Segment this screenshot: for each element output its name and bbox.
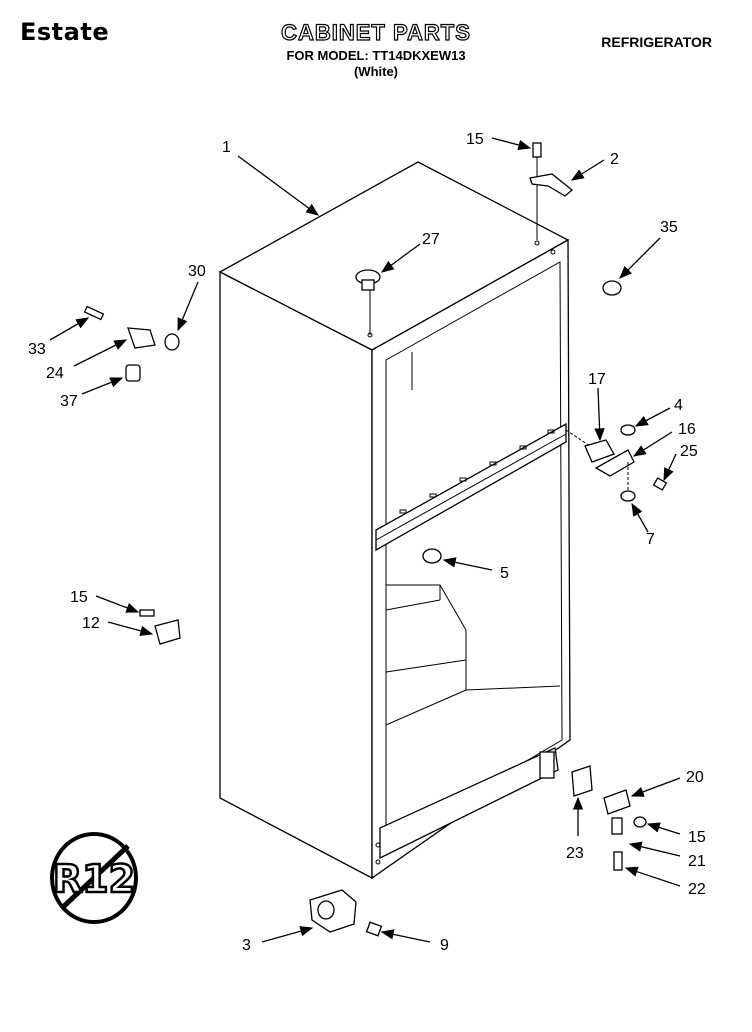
callout-3: 3 [242,937,251,954]
callout-37: 37 [60,393,78,410]
callout-15-left: 15 [70,589,88,606]
callout-22: 22 [688,881,706,898]
hinge-cover-plug [602,280,622,296]
callout-12: 12 [82,615,100,632]
leveling-leg-assembly [309,889,383,937]
screw-top-hinge [532,142,542,240]
callout-20: 20 [686,769,704,786]
callout-24: 24 [46,365,64,382]
callout-16: 16 [678,421,696,438]
callout-25: 25 [680,443,698,460]
callout-35: 35 [660,219,678,236]
callout-5: 5 [500,565,509,582]
callout-15-bottom: 15 [688,829,706,846]
callout-2: 2 [610,151,619,168]
callout-27: 27 [422,231,440,248]
callout-labels: 1 15 2 27 35 30 33 24 37 17 4 16 25 7 5 … [28,131,706,954]
brand-logo: Estate [20,18,110,46]
callout-23: 23 [566,845,584,862]
callout-7: 7 [646,531,655,548]
model-number: FOR MODEL: TT14DKXEW13 [286,48,466,63]
handle-mount-assembly [83,305,180,382]
center-hinge-assembly [565,424,668,502]
page-title: CABINET PARTS [280,19,471,45]
top-plug [355,269,381,335]
left-handle-bracket [139,609,181,645]
callout-21: 21 [688,853,706,870]
appliance-category: REFRIGERATOR [601,34,712,50]
bottom-hinge-assembly [539,751,647,871]
callout-4: 4 [674,397,683,414]
callout-1: 1 [222,139,231,156]
mullion-plug [422,548,442,564]
top-hinge [529,173,574,197]
callout-33: 33 [28,341,46,358]
callout-15-top: 15 [466,131,484,148]
r12-label: R12 [53,857,135,901]
cabinet-shell [218,161,571,880]
callout-30: 30 [188,263,206,280]
leader-lines [49,137,681,943]
callout-9: 9 [440,937,449,954]
callout-17: 17 [588,371,606,388]
model-variant: (White) [353,64,399,79]
r12-refrigerant-badge: R12 [50,832,138,924]
